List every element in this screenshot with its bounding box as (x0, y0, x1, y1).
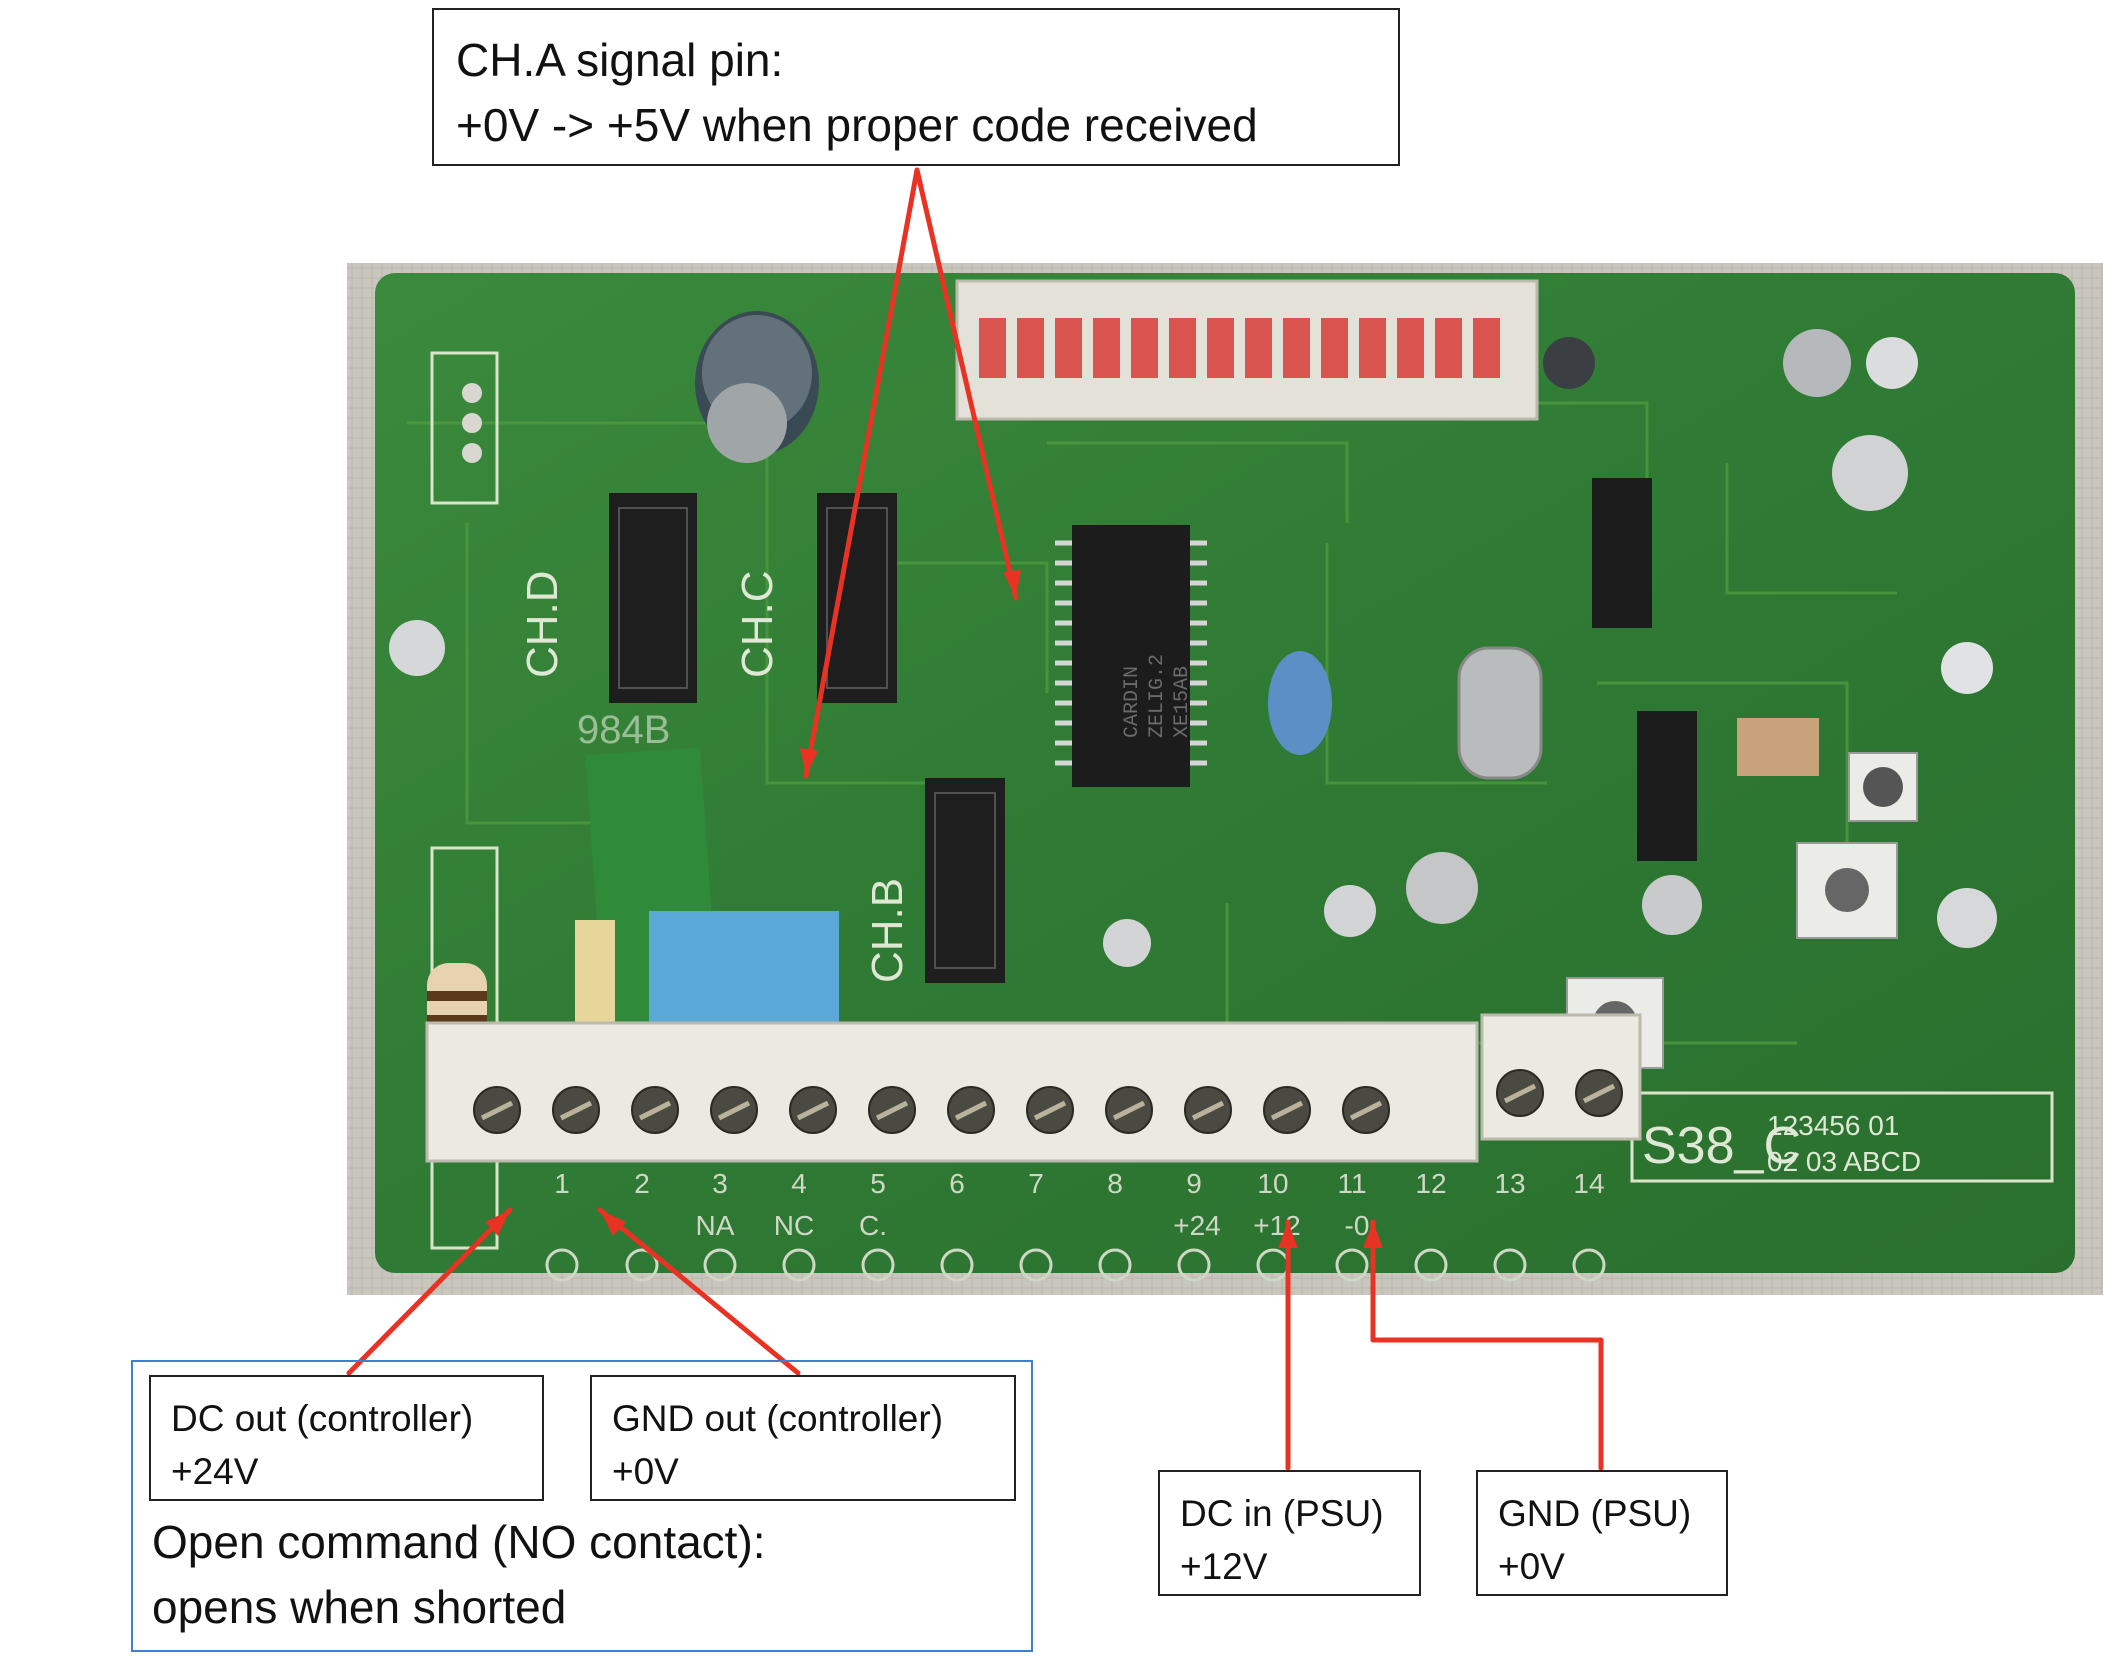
model-grid-top: 123456 01 (1767, 1110, 1899, 1141)
dc-out-voltage: +24V (171, 1450, 259, 1492)
svg-text:NC: NC (774, 1210, 814, 1241)
board-code: 984B (577, 708, 670, 752)
ch-c-label: CH.C (733, 570, 782, 678)
ch-b-label: CH.B (863, 878, 912, 983)
svg-text:3: 3 (712, 1168, 728, 1199)
gnd-out-callout: GND out (controller) +0V (590, 1375, 1016, 1501)
ch-a-title: CH.A signal pin: (456, 34, 784, 86)
open-command-caption: Open command (NO contact): opens when sh… (152, 1510, 766, 1641)
svg-text:14: 14 (1573, 1168, 1604, 1199)
svg-text:NA: NA (696, 1210, 735, 1241)
gnd-psu-callout: GND (PSU) +0V (1476, 1470, 1728, 1596)
svg-text:CARDIN: CARDIN (1121, 666, 1144, 738)
svg-text:5: 5 (870, 1168, 886, 1199)
svg-text:6: 6 (949, 1168, 965, 1199)
svg-text:C.: C. (859, 1210, 887, 1241)
svg-text:12: 12 (1415, 1168, 1446, 1199)
svg-text:XE15AB: XE15AB (1171, 666, 1194, 738)
model-grid-bottom: 02 03 ABCD (1767, 1146, 1921, 1177)
svg-text:ZELIG.2: ZELIG.2 (1146, 654, 1169, 738)
model-label: S38_C (1642, 1117, 1801, 1175)
svg-text:13: 13 (1494, 1168, 1525, 1199)
open-command-title: Open command (NO contact): (152, 1516, 766, 1568)
gnd-out-voltage: +0V (612, 1450, 679, 1492)
svg-text:9: 9 (1186, 1168, 1202, 1199)
open-command-group (131, 1360, 1033, 1652)
svg-text:10: 10 (1257, 1168, 1288, 1199)
svg-text:11: 11 (1337, 1168, 1366, 1199)
gnd-psu-voltage: +0V (1498, 1545, 1565, 1587)
open-command-description: opens when shorted (152, 1581, 567, 1634)
svg-text:1: 1 (554, 1168, 570, 1199)
ch-a-description: +0V -> +5V when proper code received (456, 99, 1258, 152)
dc-out-label: DC out (controller) (171, 1398, 474, 1439)
dc-in-label: DC in (PSU) (1180, 1493, 1384, 1534)
svg-text:8: 8 (1107, 1168, 1123, 1199)
dc-out-callout: DC out (controller) +24V (149, 1375, 544, 1501)
dc-in-voltage: +12V (1180, 1545, 1268, 1587)
svg-text:+12: +12 (1253, 1210, 1301, 1241)
svg-text:-0: -0 (1345, 1210, 1370, 1241)
ch-a-signal-callout: CH.A signal pin: +0V -> +5V when proper … (432, 8, 1400, 166)
svg-text:2: 2 (634, 1168, 650, 1199)
main-ic (1072, 525, 1190, 787)
pcb-photo: CH.D CH.C CH.B S38_C 123456 01 02 03 ABC… (347, 263, 2103, 1295)
gnd-out-label: GND out (controller) (612, 1398, 944, 1439)
svg-text:+24: +24 (1173, 1210, 1221, 1241)
ch-d-label: CH.D (518, 570, 567, 678)
svg-text:4: 4 (791, 1168, 807, 1199)
svg-text:7: 7 (1028, 1168, 1044, 1199)
gnd-psu-label: GND (PSU) (1498, 1493, 1692, 1534)
dc-in-callout: DC in (PSU) +12V (1158, 1470, 1421, 1596)
